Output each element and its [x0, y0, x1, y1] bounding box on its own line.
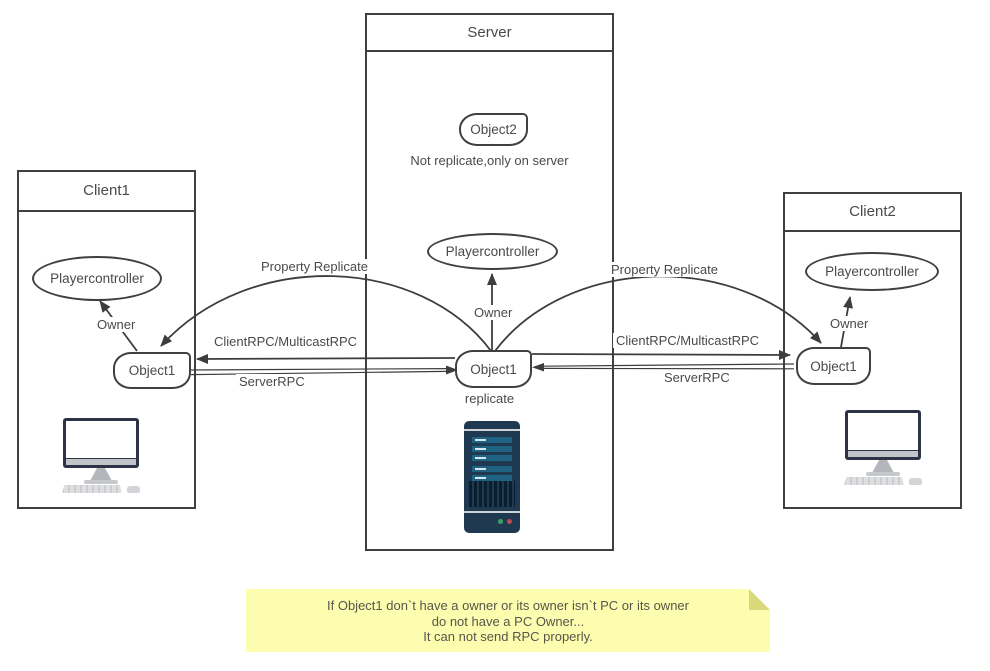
mouse-icon	[909, 478, 922, 485]
property-replicate-left-arrow	[160, 275, 492, 352]
client-rpc-right-arrow	[531, 349, 791, 360]
monitor-icon	[63, 418, 139, 468]
server-vents	[469, 481, 515, 507]
mouse-icon	[127, 486, 140, 493]
server-rpc-right-arrow	[532, 363, 795, 372]
server-tower-icon	[464, 421, 520, 533]
led-green	[498, 519, 503, 524]
keyboard-icon	[844, 477, 904, 485]
keyboard-icon	[62, 485, 122, 493]
server-rpc-left-arrow	[190, 365, 458, 376]
client2-title: Client2	[785, 194, 960, 232]
server-object2-node: Object2	[459, 113, 528, 146]
server-playercontroller-node: Playercontroller	[427, 233, 558, 270]
monitor-stand	[872, 460, 894, 473]
monitor-stand	[90, 468, 112, 481]
client2-object1-node: Object1	[796, 347, 871, 385]
led-red	[507, 519, 512, 524]
server-object2-caption: Not replicate,only on server	[410, 153, 569, 168]
client1-object1-node: Object1	[113, 352, 191, 389]
client2-playercontroller-node: Playercontroller	[805, 252, 939, 291]
server-owner-label: Owner	[471, 305, 516, 320]
monitor-icon	[845, 410, 921, 460]
server-title: Server	[367, 15, 612, 52]
note-line-1: If Object1 don`t have a owner or its own…	[327, 598, 689, 613]
server-rpc-left-label: ServerRPC	[236, 374, 308, 389]
client1-owner-label: Owner	[94, 317, 139, 332]
client2-desktop-computer-icon	[838, 410, 930, 486]
sticky-note: If Object1 don`t have a owner or its own…	[246, 589, 770, 652]
server-object1-node: Object1	[455, 350, 532, 388]
monitor-base	[866, 472, 900, 476]
client1-title: Client1	[19, 172, 194, 212]
client-rpc-left-label: ClientRPC/MulticastRPC	[211, 334, 361, 349]
property-replicate-left-label: Property Replicate	[258, 259, 371, 274]
monitor-base	[84, 480, 118, 484]
note-line-3: It can not send RPC properly.	[423, 629, 593, 644]
client1-playercontroller-node: Playercontroller	[32, 256, 162, 301]
server-rpc-right-label: ServerRPC	[661, 370, 733, 385]
client-rpc-right-label: ClientRPC/MulticastRPC	[613, 333, 763, 348]
client-rpc-left-arrow	[196, 353, 456, 364]
note-line-2: do not have a PC Owner...	[431, 613, 585, 629]
server-object1-caption: replicate	[464, 391, 515, 406]
client1-desktop-computer-icon	[56, 418, 148, 494]
client2-owner-label: Owner	[827, 316, 872, 331]
property-replicate-right-label: Property Replicate	[608, 262, 721, 277]
